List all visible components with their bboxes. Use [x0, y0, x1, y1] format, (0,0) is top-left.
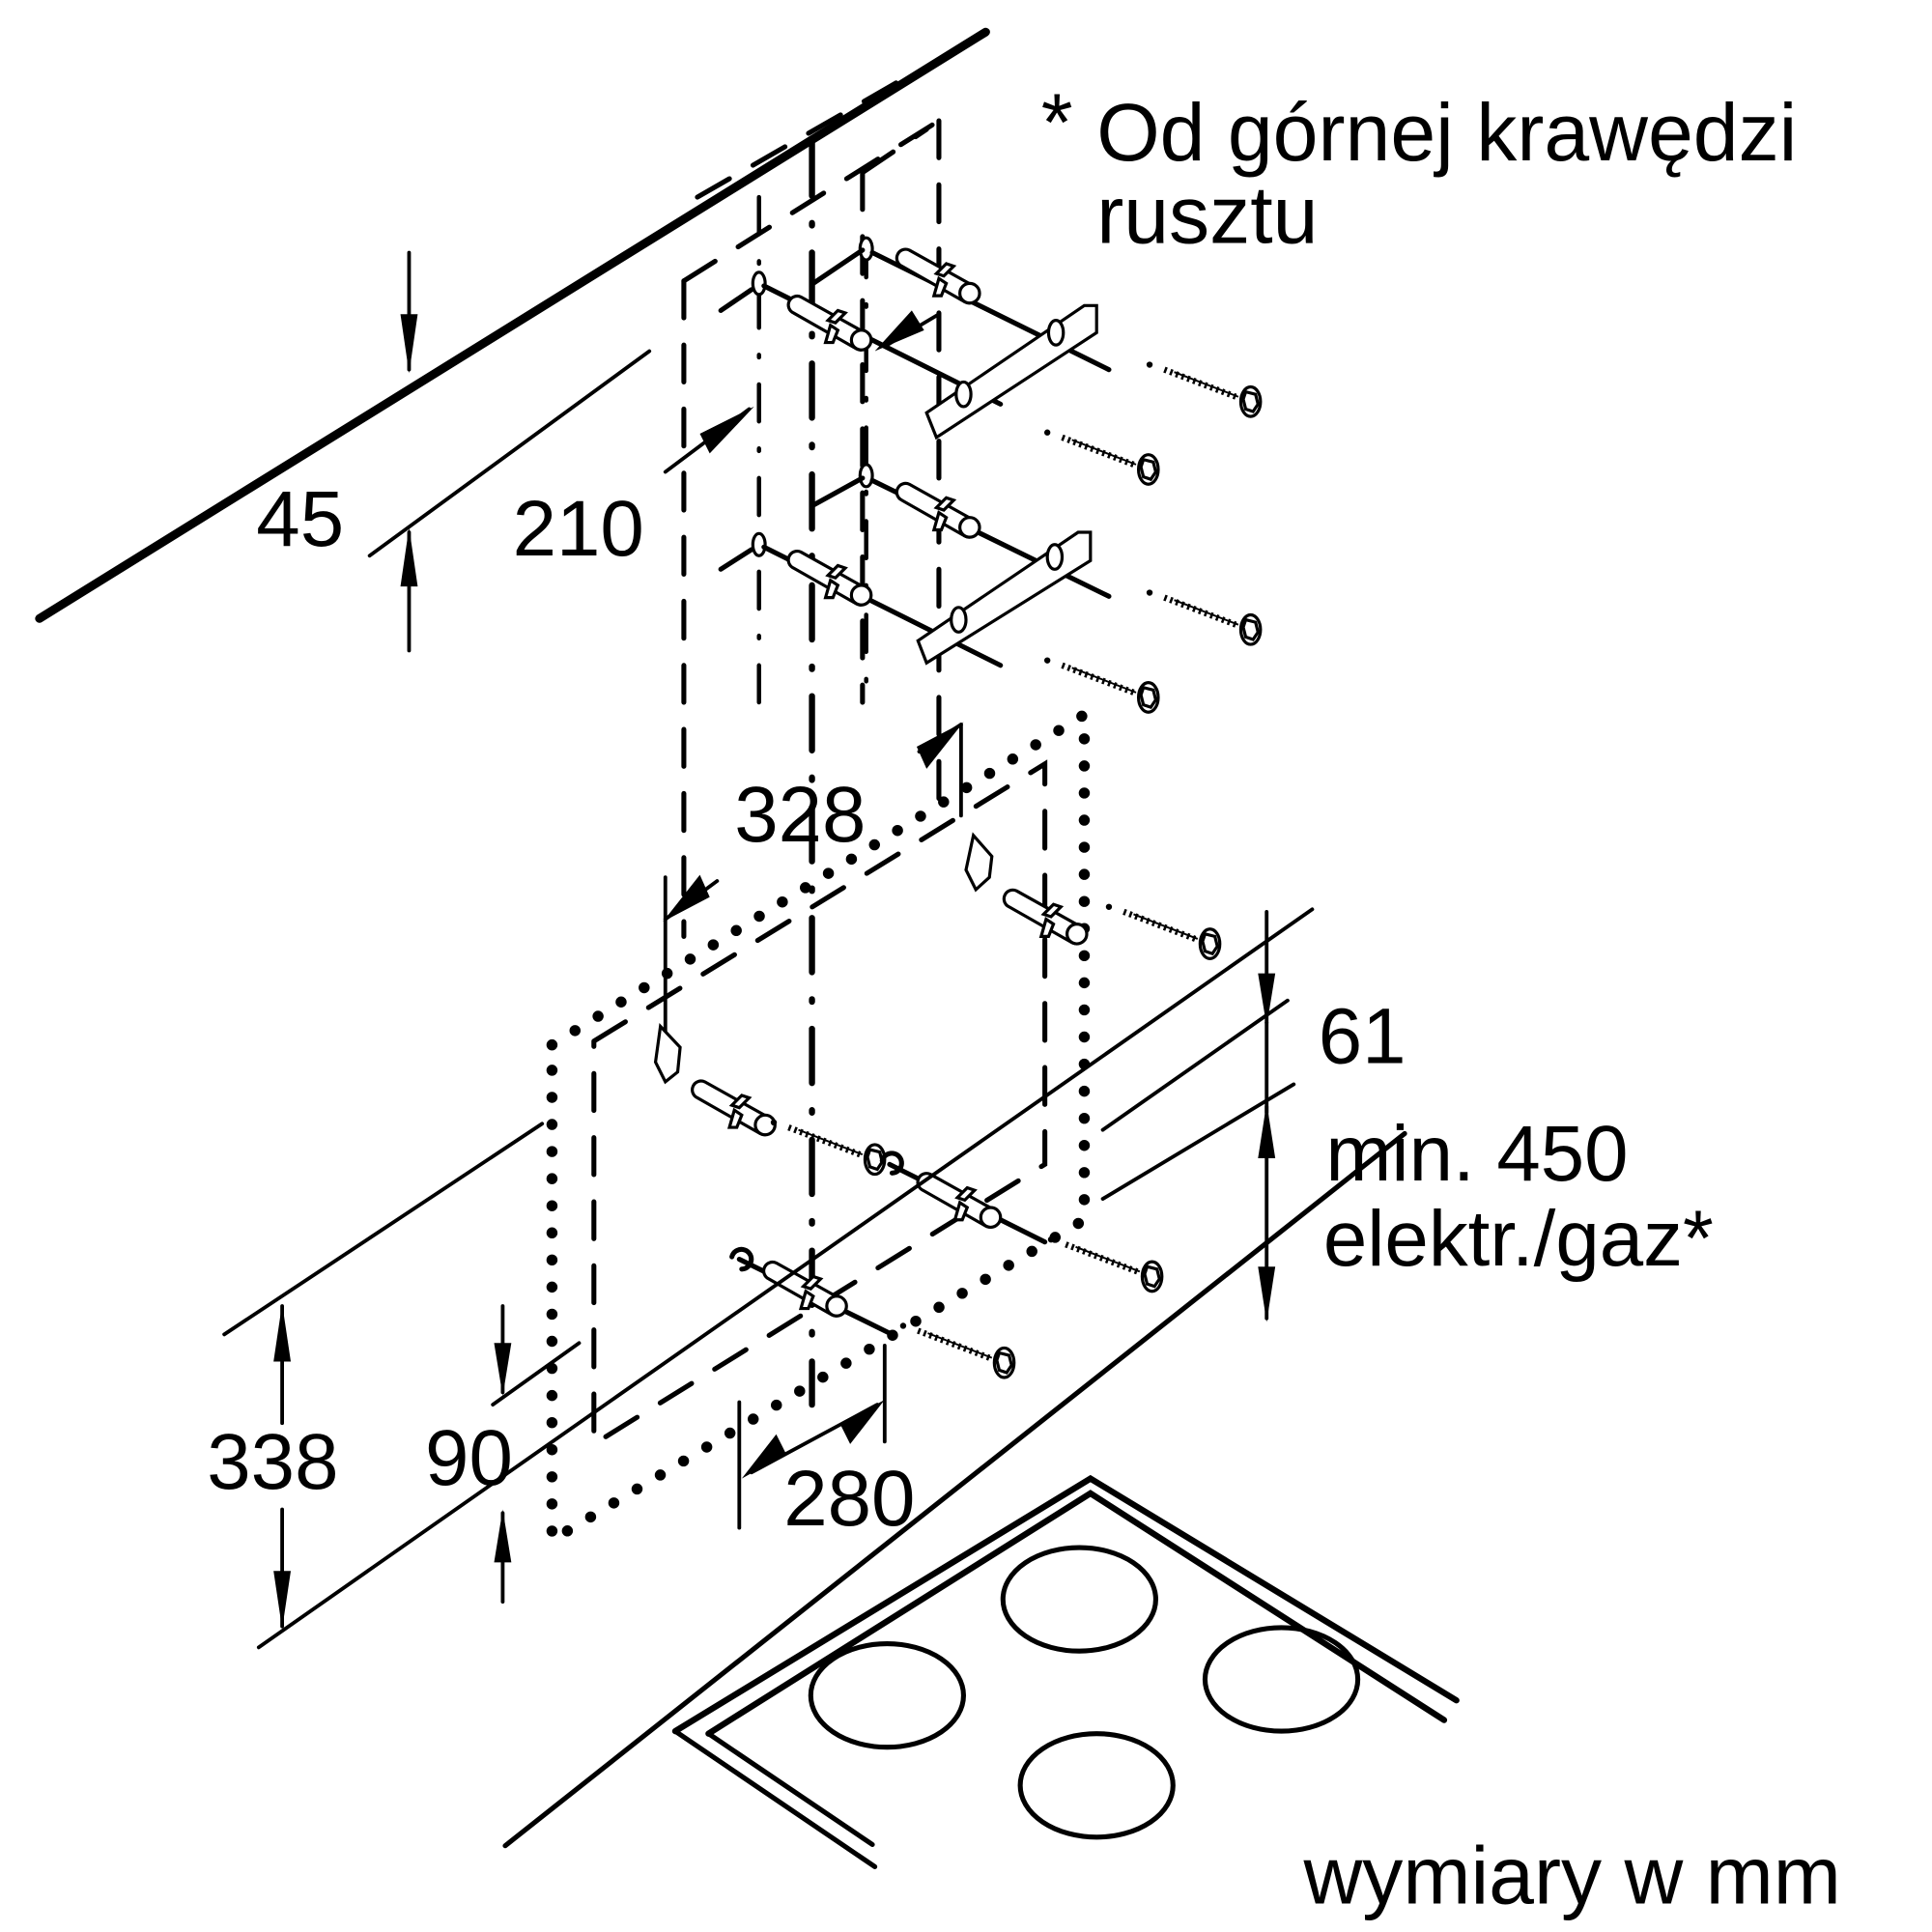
screw — [1147, 361, 1261, 416]
dim-450-note: elektr./gaz* — [1323, 1195, 1714, 1283]
dim-210-label: 210 — [513, 485, 644, 573]
wall-plug — [762, 1260, 848, 1318]
drill-hole — [751, 270, 767, 297]
dimension-210: 210 — [513, 406, 754, 573]
cooktop — [502, 1130, 1460, 1869]
wall-plug — [895, 481, 981, 539]
burner — [1017, 1731, 1176, 1840]
dimension-61: 61 — [1100, 909, 1406, 1132]
screw — [1048, 1236, 1162, 1292]
burner — [1202, 1625, 1361, 1734]
screw — [1044, 657, 1158, 712]
mounting-bracket — [916, 530, 1093, 666]
dim-450-label: min. 450 — [1325, 1110, 1628, 1198]
wall-plug — [691, 1079, 777, 1137]
units-note: wymiary w mm — [1302, 1831, 1840, 1921]
screw — [771, 1120, 885, 1175]
hanging-hook — [964, 832, 994, 893]
dim-45-label: 45 — [256, 475, 344, 563]
screw — [900, 1322, 1014, 1378]
footnote-line-2: rusztu — [1096, 169, 1318, 260]
screw — [1147, 589, 1261, 644]
dimension-90: 90 — [425, 1304, 582, 1605]
dimension-min-450: min. 450 elektr./gaz* — [1100, 1082, 1714, 1322]
lower-mounting-set — [653, 832, 1220, 1378]
mounting-bracket — [924, 303, 1098, 440]
dimension-45: 45 — [256, 250, 652, 653]
dimension-338: 338 — [207, 907, 1315, 1650]
ceiling-line — [35, 27, 990, 623]
dim-328-label: 328 — [734, 771, 866, 859]
drill-hole — [858, 463, 874, 489]
footnote-marker: * — [1041, 77, 1073, 168]
upper-chimney-outline — [681, 71, 942, 1408]
wall-plug — [786, 549, 873, 607]
hanging-hook — [653, 1022, 682, 1085]
screw — [1044, 430, 1158, 485]
dim-280-label: 280 — [783, 1455, 915, 1543]
hood-body-outline — [546, 704, 1091, 1550]
dimension-328: 328 — [663, 722, 964, 1035]
burner — [808, 1640, 966, 1750]
wall-plug — [786, 294, 873, 352]
dim-338-label: 338 — [207, 1418, 338, 1506]
footnote-line-1: Od górnej krawędzi — [1096, 87, 1797, 178]
upper-mounting-set-2 — [718, 463, 1261, 712]
dim-61-label: 61 — [1319, 993, 1406, 1081]
dimension-280: 280 — [737, 1343, 915, 1543]
drill-hole — [751, 531, 767, 557]
screw — [1106, 904, 1220, 959]
burner — [1000, 1545, 1158, 1654]
upper-mounting-set-1 — [718, 236, 1261, 485]
dim-90-label: 90 — [425, 1414, 513, 1502]
